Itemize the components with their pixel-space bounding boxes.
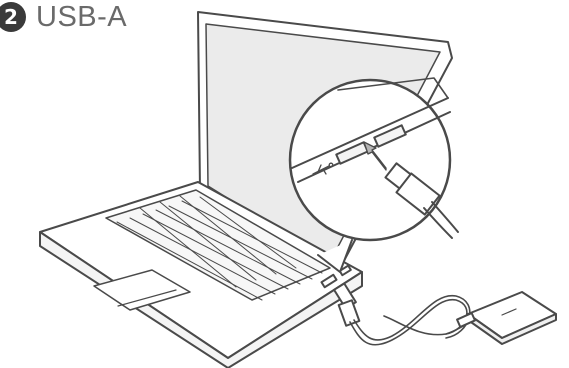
zoom-circle xyxy=(290,80,450,240)
external-ssd xyxy=(457,292,556,344)
